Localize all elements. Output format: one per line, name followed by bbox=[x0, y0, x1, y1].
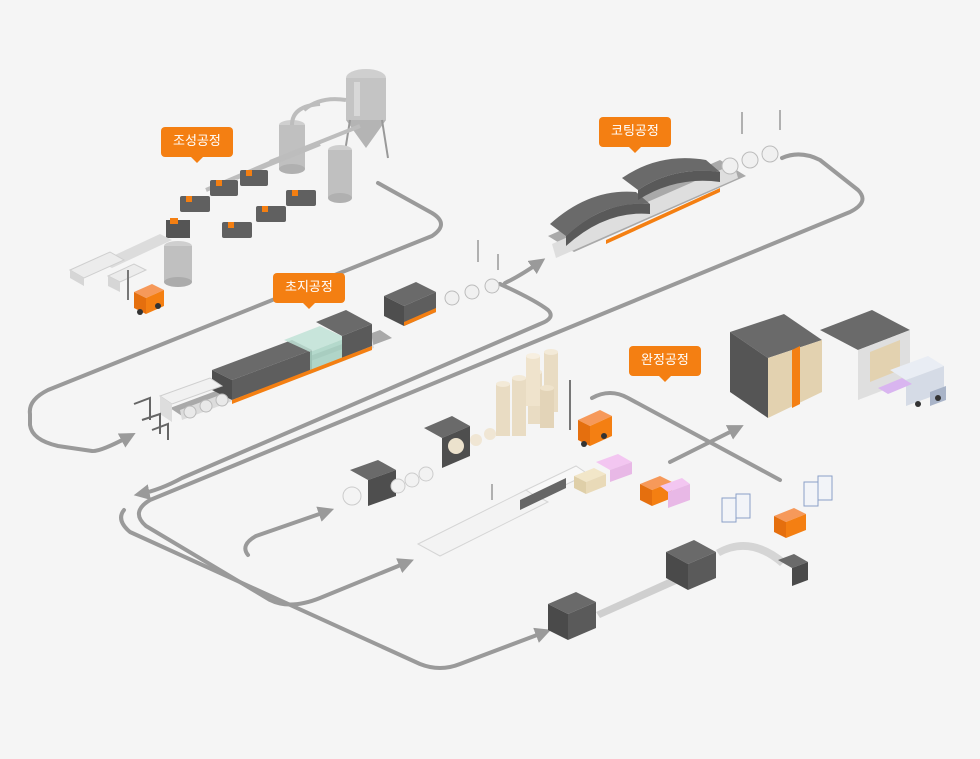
rewinder bbox=[342, 460, 434, 506]
flow-line-to-warehouse bbox=[668, 425, 744, 464]
packing-area bbox=[548, 475, 833, 640]
finishing-rolls-area bbox=[342, 349, 690, 557]
flow-line-slitter-feed bbox=[243, 506, 335, 557]
dryer-hood-left bbox=[212, 340, 312, 400]
flow-line-to-packing bbox=[119, 508, 551, 670]
flow-line-finishing-to-warehouse bbox=[590, 391, 782, 482]
sheeter bbox=[416, 465, 590, 557]
conveyor bbox=[596, 572, 690, 618]
silo-large bbox=[343, 69, 389, 159]
dryer-hood-right bbox=[316, 310, 372, 358]
paper-roll-stack bbox=[496, 349, 558, 436]
forklift-rolls bbox=[569, 380, 612, 447]
stage-label-papermaking[interactable]: 초지공정 bbox=[273, 273, 345, 309]
tank-medium-2 bbox=[328, 145, 352, 203]
packer-machine bbox=[666, 540, 716, 590]
warehouse-area bbox=[730, 310, 946, 418]
forklift-packing bbox=[774, 508, 806, 538]
reel-rolls bbox=[444, 240, 500, 306]
warehouse-building bbox=[730, 310, 910, 418]
coater-hood-left bbox=[550, 191, 650, 246]
size-press bbox=[384, 282, 436, 326]
composition-area bbox=[68, 69, 389, 315]
boxes bbox=[574, 454, 632, 494]
flow-line-papermaking-to-coating bbox=[503, 258, 546, 285]
flow-line-composition-to-papermaking bbox=[27, 181, 443, 454]
pumps bbox=[180, 170, 316, 238]
stage-label-composition[interactable]: 조성공정 bbox=[161, 127, 233, 163]
wet-end-frames bbox=[133, 396, 169, 440]
pallet-racks bbox=[721, 475, 833, 523]
stage-label-coating[interactable]: 코팅공정 bbox=[599, 117, 671, 153]
unwinder bbox=[424, 416, 496, 468]
truck bbox=[878, 356, 946, 407]
wrapper-machine bbox=[548, 592, 596, 640]
coating-area bbox=[548, 110, 781, 258]
stage-label-finishing[interactable]: 완정공정 bbox=[629, 346, 701, 382]
pulper-tank bbox=[164, 218, 192, 287]
coater-hood-right bbox=[622, 158, 720, 200]
papermaking-area bbox=[133, 240, 500, 440]
headbox-rolls bbox=[158, 377, 229, 422]
forklift-composition bbox=[127, 270, 164, 315]
bale-conveyor bbox=[68, 234, 172, 292]
flow-line-papermaking-loop bbox=[133, 282, 553, 500]
stacker-machine bbox=[778, 554, 808, 586]
forklift-packs bbox=[640, 476, 690, 508]
flow-lines bbox=[27, 152, 865, 670]
tank-medium-1 bbox=[279, 120, 305, 174]
glass-section bbox=[284, 326, 346, 374]
coater-reel bbox=[721, 110, 781, 175]
